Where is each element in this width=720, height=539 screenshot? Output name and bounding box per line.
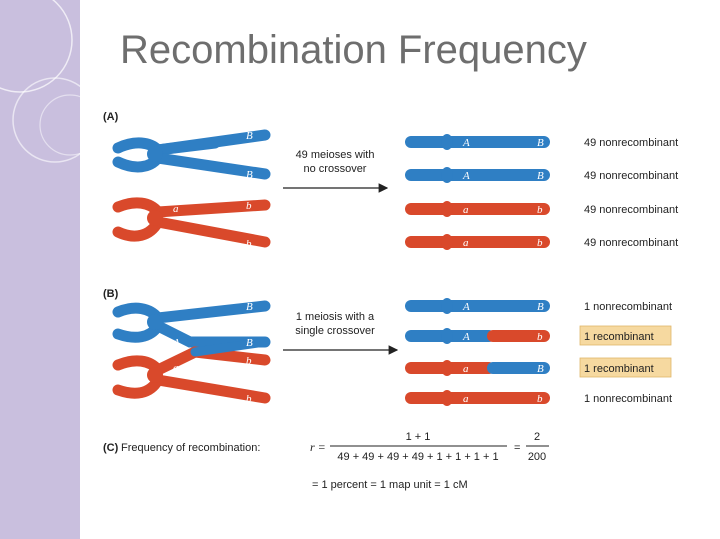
formula-result-numerator: 2 bbox=[534, 431, 540, 443]
formula-conclusion: = 1 percent = 1 map unit = 1 cM bbox=[312, 479, 468, 491]
svg-text:b: b bbox=[537, 237, 543, 249]
svg-text:B: B bbox=[537, 170, 544, 182]
panel-b-allele-B-top: B bbox=[246, 301, 253, 313]
page-title: Recombination Frequency bbox=[120, 28, 587, 72]
sidebar-circles-icon bbox=[0, 0, 80, 163]
panel-b-arrow-text-2: single crossover bbox=[295, 325, 375, 337]
panel-b-product-label-4: 1 nonrecombinant bbox=[584, 393, 672, 405]
panel-a-allele-a-bottom: a bbox=[173, 237, 179, 249]
panel-a-product-4: a b bbox=[405, 234, 550, 250]
svg-text:B: B bbox=[537, 137, 544, 149]
panel-b-blue-chromosome-pair bbox=[112, 300, 271, 348]
panel-a-allele-b-top: b bbox=[246, 200, 252, 212]
panel-a-allele-a-top: a bbox=[173, 203, 179, 215]
panel-a-product-2: A B bbox=[405, 167, 550, 183]
panel-b-product-1: A B bbox=[405, 298, 550, 314]
panel-a-arrow-text-1: 49 meioses with bbox=[296, 149, 375, 161]
formula-result-denominator: 200 bbox=[528, 451, 546, 463]
panel-b-product-label-1: 1 nonrecombinant bbox=[584, 301, 672, 313]
formula-equals: = bbox=[514, 442, 520, 454]
panel-a-arrow-text-2: no crossover bbox=[304, 163, 367, 175]
sidebar-decoration bbox=[0, 0, 80, 539]
svg-text:B: B bbox=[537, 363, 544, 375]
formula-variable: r = bbox=[310, 440, 326, 454]
panel-a-red-chromosome-pair bbox=[112, 197, 271, 248]
panel-a-label: (A) bbox=[103, 111, 119, 123]
svg-text:a: a bbox=[463, 237, 469, 249]
svg-text:b: b bbox=[537, 204, 543, 216]
svg-text:A: A bbox=[462, 331, 470, 343]
panel-a-allele-A-bottom: A bbox=[172, 166, 180, 178]
panel-a-product-1: A B bbox=[405, 134, 550, 150]
panel-b-label: (B) bbox=[103, 288, 119, 300]
panel-b-product-3: a B bbox=[405, 360, 550, 376]
panel-b-allele-B-bottom: B bbox=[246, 337, 253, 349]
svg-text:a: a bbox=[463, 363, 469, 375]
svg-text:b: b bbox=[537, 393, 543, 405]
svg-text:A: A bbox=[462, 137, 470, 149]
panel-b-product-2: A b bbox=[405, 328, 550, 344]
panel-a-product-3: a b bbox=[405, 201, 550, 217]
panel-a-blue-chromosome-pair bbox=[112, 129, 271, 180]
panel-b-allele-b-bottom: b bbox=[246, 393, 252, 405]
panel-c-caption: Frequency of recombination: bbox=[121, 442, 260, 454]
svg-text:A: A bbox=[462, 301, 470, 313]
svg-text:b: b bbox=[537, 331, 543, 343]
svg-text:a: a bbox=[463, 393, 469, 405]
panel-b-red-chromosome-pair bbox=[112, 337, 271, 404]
panel-b-allele-b-top: b bbox=[246, 355, 252, 367]
svg-text:a: a bbox=[463, 204, 469, 216]
panel-a-product-label-3: 49 nonrecombinant bbox=[584, 204, 678, 216]
formula-denominator: 49 + 49 + 49 + 49 + 1 + 1 + 1 + 1 bbox=[337, 451, 498, 463]
panel-b-arrow-text-1: 1 meiosis with a bbox=[296, 311, 375, 323]
panel-b-allele-A-top: A bbox=[172, 298, 180, 310]
recombinant-highlight-1 bbox=[579, 325, 672, 346]
panel-a-allele-A-top: A bbox=[172, 129, 180, 141]
panel-a-product-label-2: 49 nonrecombinant bbox=[584, 170, 678, 182]
panel-b-allele-a-bottom: a bbox=[173, 391, 179, 403]
recombinant-highlight-2 bbox=[579, 357, 672, 378]
panel-b-product-label-2: 1 recombinant bbox=[584, 331, 654, 343]
panel-a-product-label-4: 49 nonrecombinant bbox=[584, 237, 678, 249]
panel-a-allele-B-top: B bbox=[246, 130, 253, 142]
panel-a-allele-B-bottom: B bbox=[246, 169, 253, 181]
panel-b-product-4: a b bbox=[405, 390, 550, 406]
formula-numerator: 1 + 1 bbox=[406, 431, 431, 443]
panel-b-allele-A-bottom: A bbox=[172, 337, 180, 349]
panel-a-allele-b-bottom: b bbox=[246, 238, 252, 250]
panel-b-product-label-3: 1 recombinant bbox=[584, 363, 654, 375]
panel-a-product-label-1: 49 nonrecombinant bbox=[584, 137, 678, 149]
svg-text:B: B bbox=[537, 301, 544, 313]
panel-c-label: (C) bbox=[103, 442, 119, 454]
panel-b-allele-a-top: a bbox=[173, 362, 179, 374]
svg-text:A: A bbox=[462, 170, 470, 182]
